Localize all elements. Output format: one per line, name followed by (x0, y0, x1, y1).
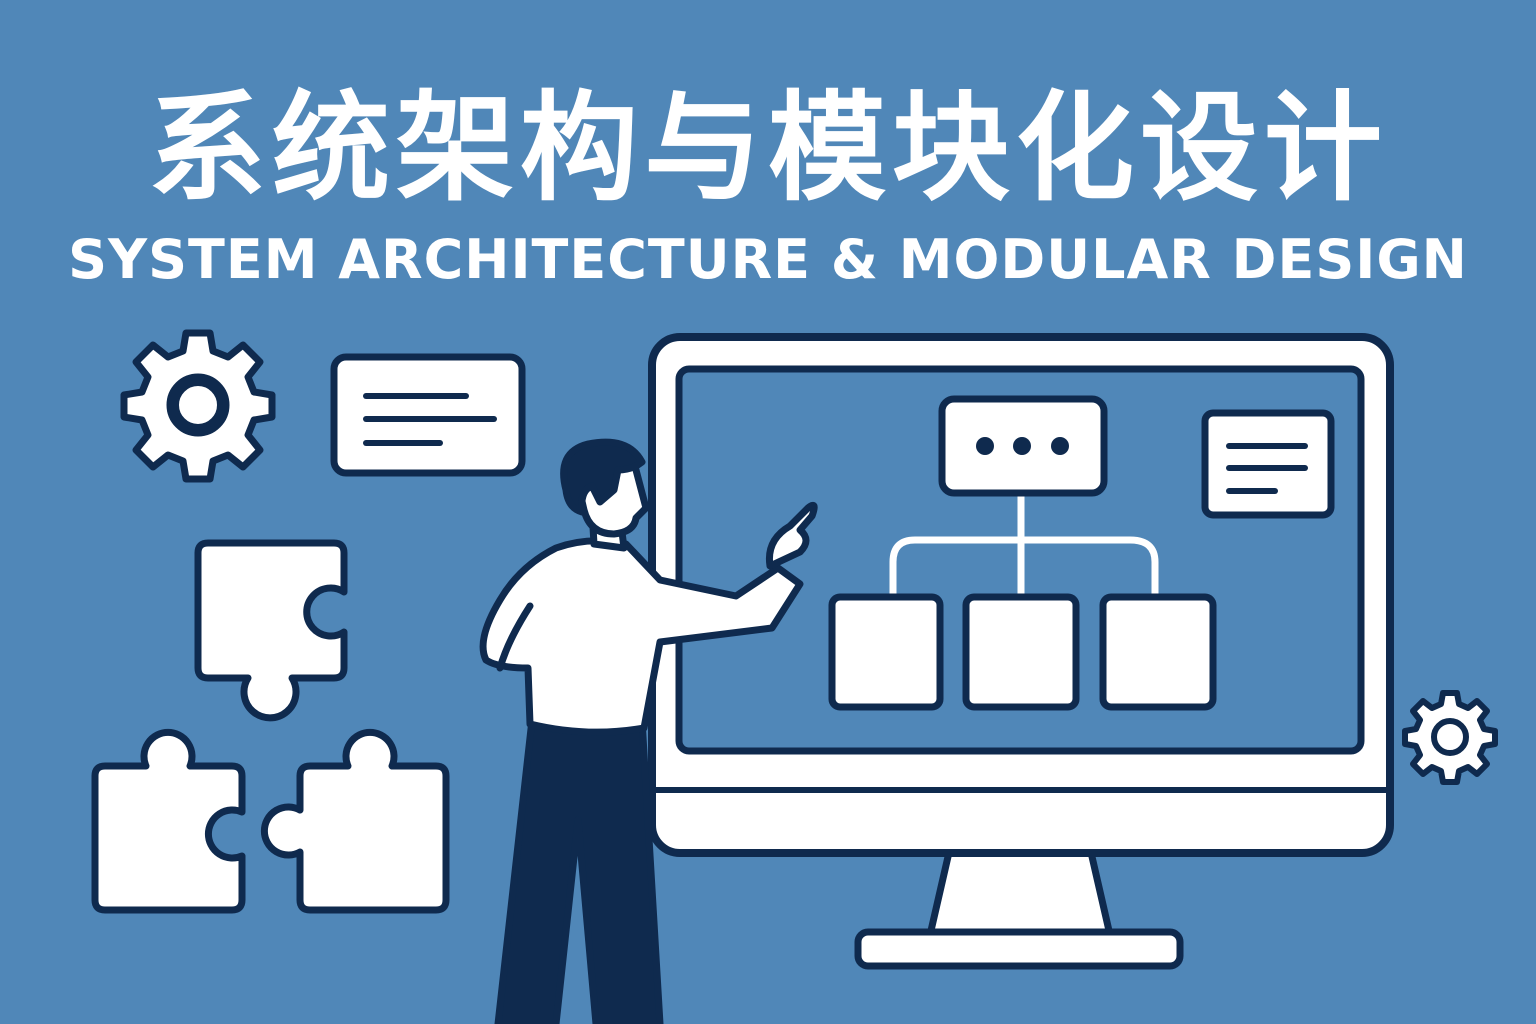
gear-icon (1402, 690, 1498, 785)
text-card-icon (330, 353, 526, 477)
english-title: SYSTEM ARCHITECTURE & MODULAR DESIGN (68, 228, 1468, 291)
gear-icon (120, 329, 276, 483)
presenter-person-icon (479, 438, 818, 1024)
hierarchy-diagram-icon (828, 395, 1217, 711)
puzzle-piece-icon (194, 539, 348, 722)
chinese-title: 系统架构与模块化设计 (147, 79, 1388, 217)
puzzle-piece-icon (260, 728, 450, 914)
text-card-icon (1201, 409, 1335, 519)
puzzle-piece-icon (91, 728, 246, 914)
